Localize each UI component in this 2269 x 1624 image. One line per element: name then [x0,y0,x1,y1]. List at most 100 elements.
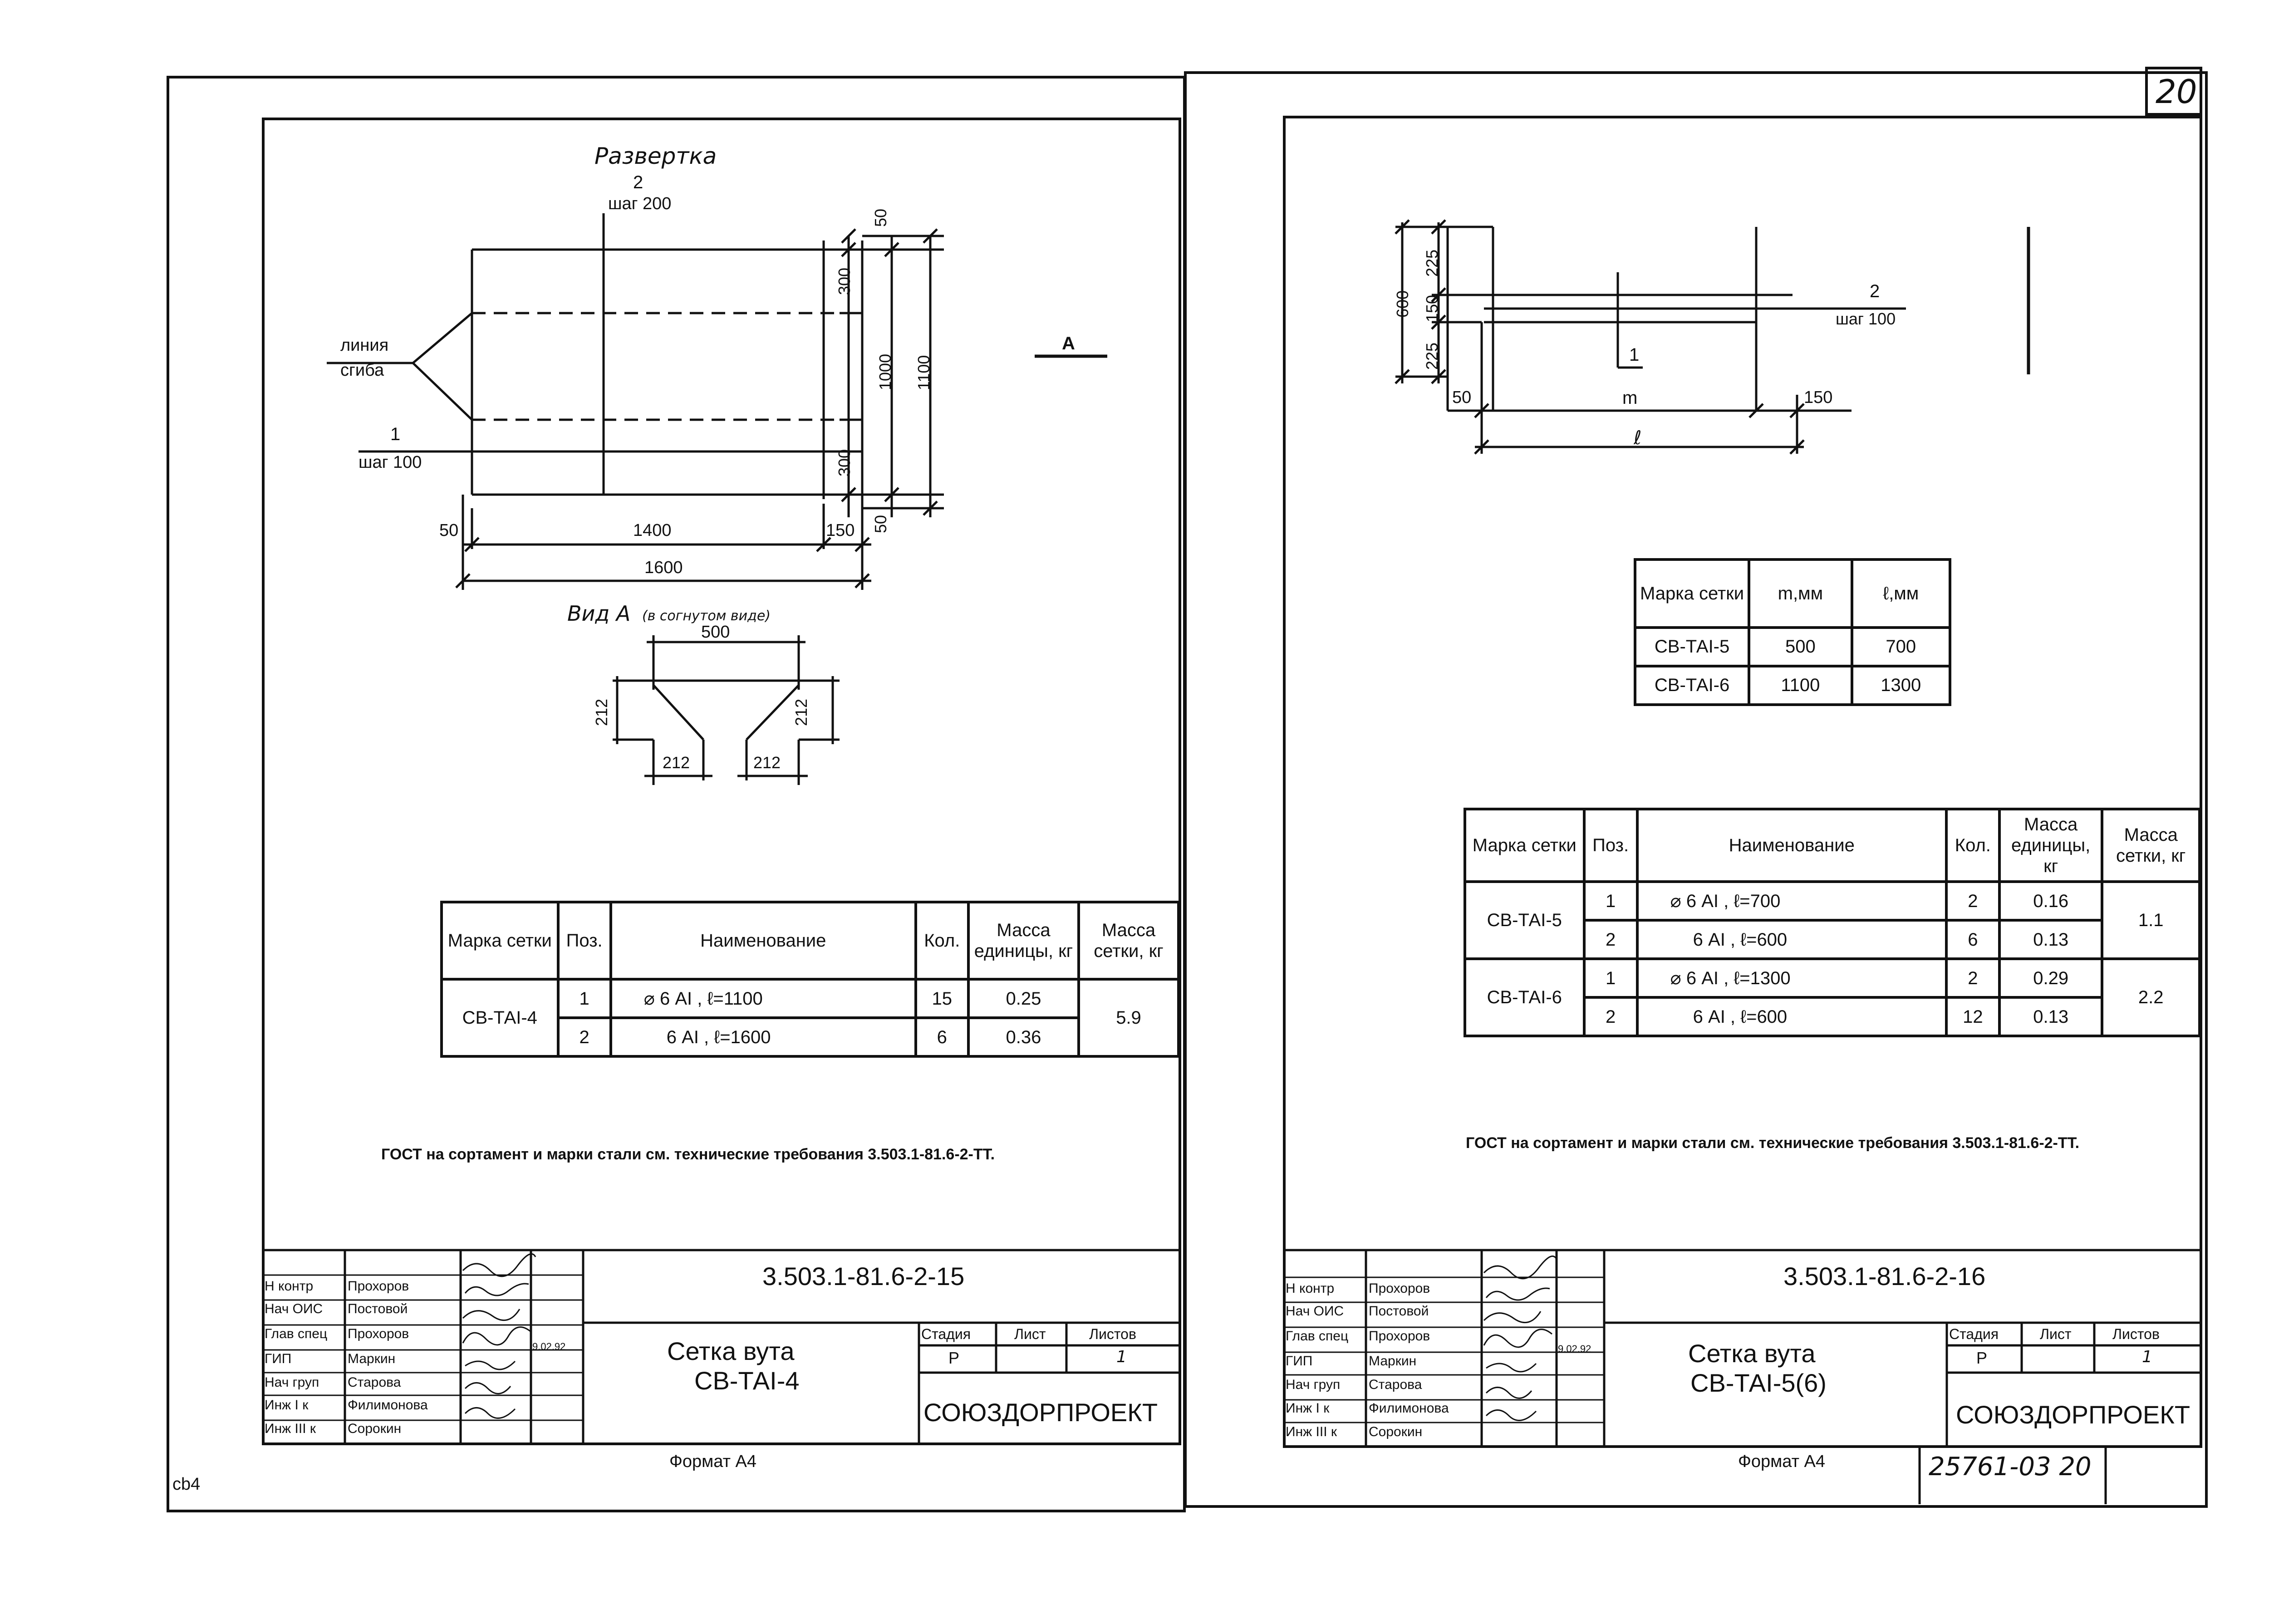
col-header-pos: Поз. [556,901,612,981]
bend-line-label-2: сгиба [340,361,384,380]
left-sheets-value: 1 [1116,1348,1127,1366]
qty-cell: 2 [1945,880,2001,922]
staff-role: Глав спец [265,1326,328,1341]
qty-cell: 6 [914,1016,970,1058]
right-stage-value: Р [1976,1349,1988,1367]
staff-name: Прохоров [348,1326,409,1341]
qty-cell: 6 [1945,919,2001,960]
staff-name: Старова [348,1375,401,1390]
col-header-mark: Марка сетки [1633,558,1751,629]
staff-name: Маркин [1369,1354,1417,1369]
pos-cell: 1 [1582,957,1639,999]
right-doc-title-2: СВ-ТАI-5(6) [1690,1369,1827,1397]
staff-role: Нач ОИС [1286,1304,1344,1319]
name-cell: ⌀ 6 АI , ℓ=1300 [1635,957,1948,999]
name-cell: 6 АI , ℓ=600 [1635,996,1948,1037]
dim-150: 150 [826,521,855,540]
col-header-name: Наименование [609,901,917,981]
col-header-l: ℓ,мм [1850,558,1952,629]
drawing-title: Развертка [594,143,717,169]
name-cell: ⌀ 6 АI , ℓ=700 [1635,880,1948,922]
table-row: 2 6 АI , ℓ=600 6 0.13 [1465,919,2200,960]
col-header-qty: Кол. [1945,808,2001,883]
table-row: СВ-ТАI-5 500 700 [1633,626,1952,667]
table-row: СВ-ТАI-6 1100 1300 [1633,665,1952,706]
table-row: 2 6 АI , ℓ=1600 6 0.36 [442,1016,1179,1058]
table-row: СВ-ТАI-6 1 ⌀ 6 АI , ℓ=1300 2 0.29 2.2 [1464,957,2201,1037]
total-mass-cell: 1.1 [2101,880,2201,960]
mark-cell: СВ-ТАI-4 [440,978,560,1058]
pos1-label: 1 [390,424,401,444]
right-sheets-header: Листов [2112,1326,2160,1342]
view-dim-212-bl: 212 [663,753,690,772]
dim-1600: 1600 [644,558,683,577]
pos-cell: 1 [1582,880,1639,922]
right-doc-title-1: Сетка вута [1688,1339,1816,1368]
unit-mass-cell: 0.13 [1998,996,2104,1037]
view-subtitle: (в согнутом виде) [642,608,771,624]
right-pos2-label: 2 [1870,281,1880,301]
col-header-name: Наименование [1635,808,1948,883]
pos2-step: шаг 200 [608,194,672,213]
pos-cell: 2 [1582,919,1639,960]
dim-50-right-sheet: 50 [1452,388,1472,407]
col-header-qty: Кол. [914,901,970,981]
view-arrow-label: A [1062,334,1075,353]
left-format: Формат А4 [669,1452,757,1471]
name-cell: ⌀ 6 АI , ℓ=1100 [609,978,917,1019]
view-dim-212-br: 212 [753,753,781,772]
staff-name: Филимонова [348,1398,428,1413]
left-sheets-header: Листов [1089,1326,1136,1342]
right-sheet-header: Лист [2040,1326,2072,1342]
dim-m: m [1622,388,1638,408]
col-header-mark: Марка сетки [440,901,560,981]
staff-name: Прохоров [348,1279,409,1294]
left-gost-note: ГОСТ на сортамент и марки стали см. техн… [381,1146,995,1163]
staff-role: Инж I к [265,1398,309,1413]
right-doc-code: 3.503.1-81.6-2-16 [1783,1262,1986,1290]
staff-role: Н контр [265,1279,314,1294]
mark-cell: СВ-ТАI-6 [1633,665,1751,706]
right-format: Формат А4 [1738,1452,1826,1471]
col-header-unit-mass: Масса единицы, кг [1998,808,2104,883]
right-gost-note: ГОСТ на сортамент и марки стали см. техн… [1466,1134,2080,1152]
staff-role: Н контр [1286,1281,1335,1296]
name-cell: 6 АI , ℓ=1600 [609,1016,917,1058]
staff-name: Филимонова [1369,1401,1449,1416]
dim-l: ℓ [1634,427,1642,449]
left-stage-header: Стадия [921,1326,971,1342]
mark-cell: СВ-ТАI-6 [1464,957,1586,1037]
staff-role: Инж III к [1286,1424,1337,1439]
view-dim-500: 500 [701,623,730,642]
left-doc-code: 3.503.1-81.6-2-15 [762,1262,965,1290]
staff-name: Маркин [348,1351,396,1366]
mark-cell: СВ-ТАI-5 [1633,626,1751,667]
staff-role: Глав спец [1286,1329,1349,1344]
pos1-step: шаг 100 [359,453,422,472]
right-sheets-value: 1 [2142,1348,2152,1366]
col-header-m: m,мм [1748,558,1853,629]
archive-number: 25761-03 20 [1929,1452,2092,1482]
total-mass-cell: 5.9 [1077,978,1180,1058]
m-cell: 1100 [1748,665,1853,706]
pos-cell: 1 [556,978,612,1019]
mesh-size-table: Марка сетки m,мм ℓ,мм СВ-ТАI-5 500 700 С… [1633,558,1952,706]
left-date: 9.02.92 [532,1341,566,1352]
unit-mass-cell: 0.16 [1998,880,2104,922]
staff-role: Инж I к [1286,1401,1330,1416]
dim-50-left: 50 [439,521,459,540]
left-doc-title-2: СВ-ТАI-4 [694,1366,800,1395]
col-header-pos: Поз. [1582,808,1639,883]
col-header-total-mass: Масса сетки, кг [1077,901,1180,981]
table-row: 2 6 АI , ℓ=600 12 0.13 [1465,996,2200,1037]
mark-cell: СВ-ТАI-5 [1464,880,1586,960]
right-pos1-label: 1 [1629,345,1640,365]
qty-cell: 12 [1945,996,2001,1037]
col-header-total-mass: Масса сетки, кг [2101,808,2201,883]
table-row: СВ-ТАI-4 1 ⌀ 6 АI , ℓ=1100 15 0.25 5.9 [440,978,1180,1058]
left-org: СОЮЗДОРПРОЕКТ [923,1398,1158,1427]
staff-name: Прохоров [1369,1329,1430,1344]
